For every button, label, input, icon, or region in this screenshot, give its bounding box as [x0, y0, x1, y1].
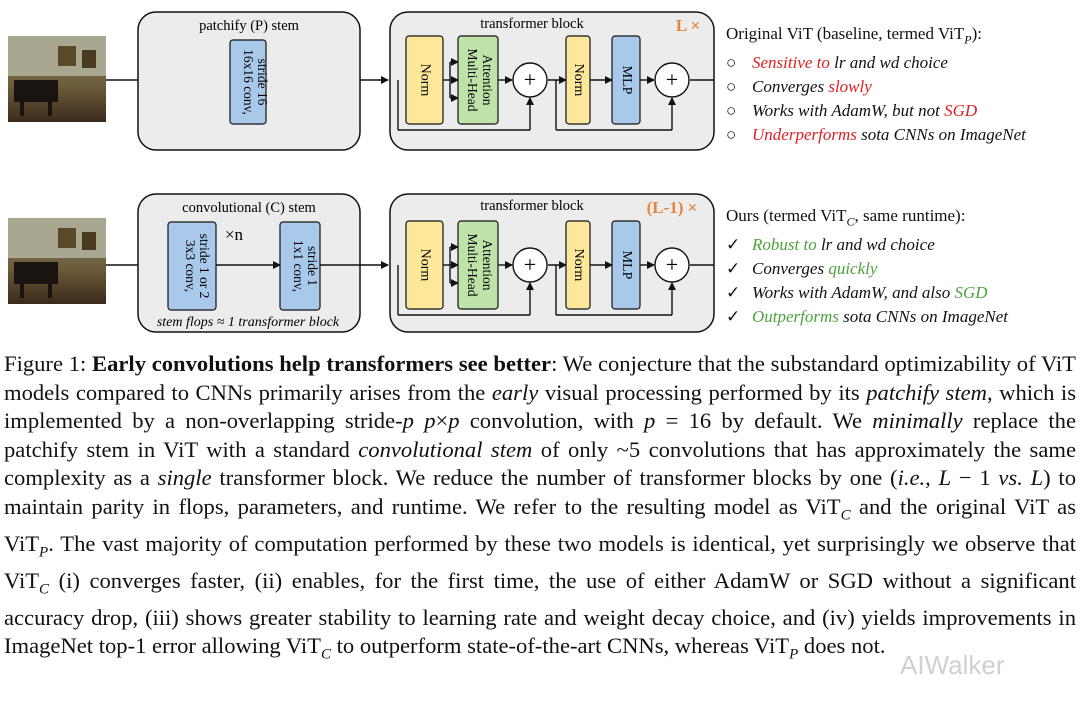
- plus-circle-2-top: [654, 62, 690, 98]
- norm-label-2-top: Norm: [571, 64, 586, 97]
- legend-original-vit: Original ViT (baseline, termed ViTP): ○S…: [726, 22, 1080, 147]
- transformer-block-title-bottom: transformer block: [480, 198, 584, 214]
- legend-bottom-title: Ours (termed ViTC, same runtime):: [726, 206, 966, 229]
- patchify-stem-title: patchify (P) stem: [199, 18, 300, 34]
- mlp-box-bottom: [611, 220, 641, 310]
- mlp-label-bottom: MLP: [619, 251, 634, 280]
- plus-label-1-top: +: [524, 67, 536, 92]
- conv1x1-label-2: stride 1: [305, 246, 320, 286]
- input-image-bottom: [8, 218, 106, 304]
- attention-label-2-top: Attention: [480, 55, 495, 106]
- patchify-conv-label-1: 16x16 conv,: [241, 49, 256, 115]
- repeat-label-bottom: (L-1) ×: [647, 198, 698, 217]
- conv1x1-box: [279, 221, 321, 311]
- norm-label-2-bottom: Norm: [571, 249, 586, 282]
- conv3x3-box: [167, 221, 217, 311]
- plus-label-2-bottom: +: [666, 252, 678, 277]
- mlp-box-top: [611, 35, 641, 125]
- patchify-conv-label-2: stride 16: [255, 59, 270, 106]
- conv1x1-label-1: 1x1 conv,: [291, 240, 306, 292]
- legend-bottom-item-3: ✓Works with AdamW, and also SGD: [726, 283, 988, 303]
- patchify-conv-box: [229, 39, 267, 125]
- architecture-diagram: patchify (P) stem 16x16 conv, stride 16 …: [8, 11, 715, 333]
- legend-bottom-item-2: ✓Converges quickly: [726, 259, 878, 279]
- watermark: AIWalker: [900, 650, 1005, 680]
- mlp-label-top: MLP: [619, 66, 634, 95]
- legend-ours-vit: Ours (termed ViTC, same runtime): ✓Robus…: [726, 204, 1080, 329]
- attention-label-1-top: Multi-Head: [465, 49, 480, 112]
- attention-label-2-bottom: Attention: [480, 240, 495, 291]
- top-row: patchify (P) stem 16x16 conv, stride 16 …: [8, 11, 715, 151]
- attention-box-top: [457, 35, 499, 125]
- norm-box-1-bottom: [405, 220, 444, 310]
- norm-box-2-bottom: [565, 220, 591, 310]
- attention-label-1-bottom: Multi-Head: [465, 234, 480, 297]
- times-n-label: ×n: [225, 225, 244, 244]
- figure-caption: Figure 1: Early convolutions help transf…: [4, 351, 1077, 663]
- norm-box-2-top: [565, 35, 591, 125]
- legend-bottom-item-1: ✓Robust to lr and wd choice: [726, 235, 935, 255]
- legend-bottom-item-4: ✓Outperforms sota CNNs on ImageNet: [726, 307, 1008, 327]
- plus-label-1-bottom: +: [524, 252, 536, 277]
- legend-top-item-4: ○Underperforms sota CNNs on ImageNet: [726, 125, 1026, 145]
- norm-label-1-bottom: Norm: [417, 249, 432, 282]
- legend-top-item-1: ○Sensitive to lr and wd choice: [726, 53, 948, 73]
- caption-bold-title: Early convolutions help transformers see…: [92, 351, 552, 376]
- plus-circle-1-bottom: [512, 247, 548, 283]
- plus-circle-2-bottom: [654, 247, 690, 283]
- conv-stem-title: convolutional (C) stem: [182, 200, 316, 216]
- plus-circle-1-top: [512, 62, 548, 98]
- caption-label: Figure 1:: [4, 351, 93, 376]
- legend-top-title: Original ViT (baseline, termed ViTP):: [726, 24, 982, 47]
- legend-top-item-2: ○Converges slowly: [726, 77, 872, 97]
- input-image-top: [8, 36, 106, 122]
- norm-box-1-top: [405, 35, 444, 125]
- stem-flops-note: stem flops ≈ 1 transformer block: [157, 315, 340, 330]
- plus-label-2-top: +: [666, 67, 678, 92]
- transformer-block-title-top: transformer block: [480, 16, 584, 32]
- conv3x3-label-2: stride 1 or 2: [197, 234, 212, 299]
- norm-label-1-top: Norm: [417, 64, 432, 97]
- repeat-label-top: L ×: [676, 16, 700, 35]
- conv3x3-label-1: 3x3 conv,: [183, 240, 198, 292]
- attention-box-bottom: [457, 220, 499, 310]
- legend-top-item-3: ○Works with AdamW, but not SGD: [726, 101, 978, 121]
- bottom-row: convolutional (C) stem 3x3 conv, stride …: [8, 193, 715, 333]
